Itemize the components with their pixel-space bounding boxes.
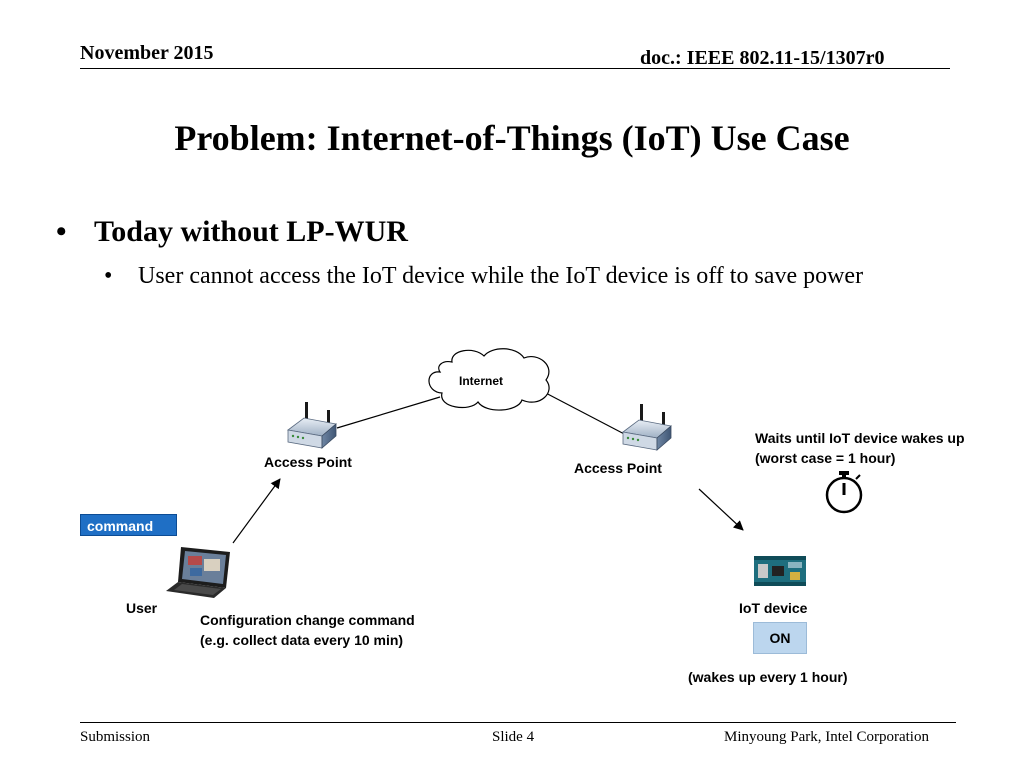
bullet-marker: •	[56, 215, 67, 248]
header-date: November 2015	[80, 42, 214, 64]
bullet-level1: • Today without LP-WUR	[56, 215, 408, 249]
iot-device-label: IoT device	[739, 600, 808, 616]
cloud-icon	[428, 348, 550, 411]
config-note-line2: (e.g. collect data every 10 min)	[200, 632, 404, 648]
footer-slide-number: Slide 4	[492, 729, 535, 745]
link-ap-left-internet	[336, 396, 441, 429]
footer-author: Minyoung Park, Intel Corporation	[724, 729, 929, 745]
bullet-level2: • User cannot access the IoT device while…	[104, 263, 863, 290]
header-doc-id: doc.: IEEE 802.11-15/1307r0	[640, 47, 885, 69]
bullet-marker: •	[104, 263, 113, 289]
wait-note-line1: Waits until IoT device wakes up	[755, 430, 965, 446]
link-lines	[232, 389, 744, 544]
access-point-left-icon	[287, 402, 337, 449]
slide-title: Problem: Internet-of-Things (IoT) Use Ca…	[174, 118, 850, 158]
wait-note: Waits until IoT device wakes up (worst c…	[755, 428, 965, 468]
link-internet-ap-right	[539, 389, 631, 438]
arrow-ap-to-iot	[698, 488, 744, 531]
access-point-right-icon	[622, 404, 672, 451]
config-note: Configuration change command (e.g. colle…	[200, 610, 415, 650]
header-divider	[80, 68, 950, 69]
on-state-tag: ON	[753, 622, 807, 654]
iot-board-icon	[754, 556, 806, 586]
footer-submission: Submission	[80, 729, 151, 745]
user-label: User	[126, 600, 158, 616]
laptop-icon	[166, 547, 230, 598]
access-point-right-label: Access Point	[574, 460, 662, 476]
stopwatch-icon	[825, 471, 863, 514]
bullet-level2-text: User cannot access the IoT device while …	[138, 263, 864, 289]
config-note-line1: Configuration change command	[200, 612, 415, 628]
internet-label: Internet	[459, 374, 504, 388]
bullet-level1-text: Today without LP-WUR	[94, 215, 408, 248]
wake-note: (wakes up every 1 hour)	[688, 669, 848, 685]
footer-divider	[80, 722, 956, 723]
access-point-left-label: Access Point	[264, 454, 352, 470]
command-tag: command	[80, 514, 177, 536]
arrow-user-to-ap	[232, 478, 281, 544]
wait-note-line2: (worst case = 1 hour)	[755, 450, 896, 466]
